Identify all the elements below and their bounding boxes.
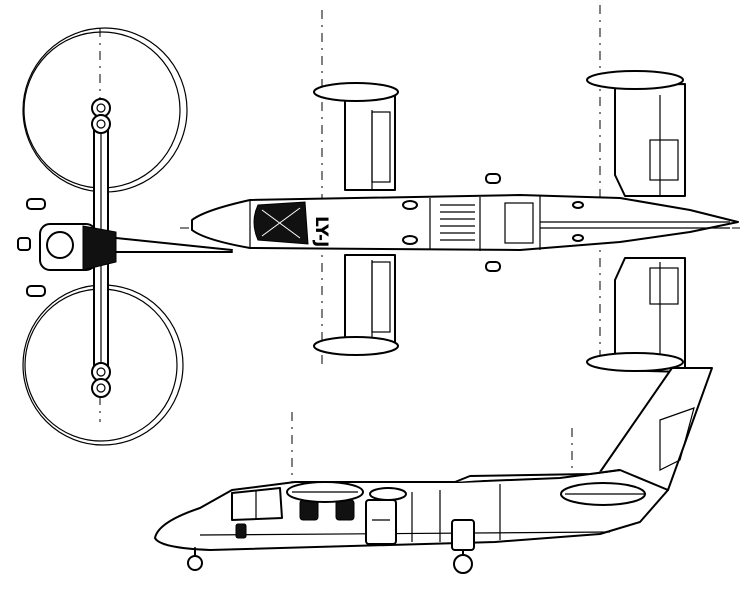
fuselage-top: LY-J (191, 194, 739, 251)
main-wing-lower (313, 254, 399, 356)
fuselage-markers (402, 173, 584, 272)
rear-wing-upper (586, 70, 686, 197)
top-view: LY-J (191, 70, 739, 373)
registration-label: LY-J (311, 216, 331, 247)
nacelle-side-front (286, 481, 364, 503)
side-view (154, 367, 713, 574)
nacelle-side-rear (560, 482, 646, 506)
fuselage-front (39, 223, 233, 271)
rear-wing-lower (586, 257, 686, 373)
fuselage-side (154, 469, 669, 551)
main-wing-upper (313, 82, 399, 191)
landing-gear-front (17, 198, 46, 297)
nacelle-side-mid (369, 487, 407, 501)
nacelle-front-lower (91, 362, 111, 398)
nose-gear (187, 547, 203, 571)
front-view (17, 27, 233, 446)
nacelle-front-upper (91, 98, 111, 134)
cabin-hatch-grid (440, 202, 534, 244)
main-gear (451, 519, 475, 574)
